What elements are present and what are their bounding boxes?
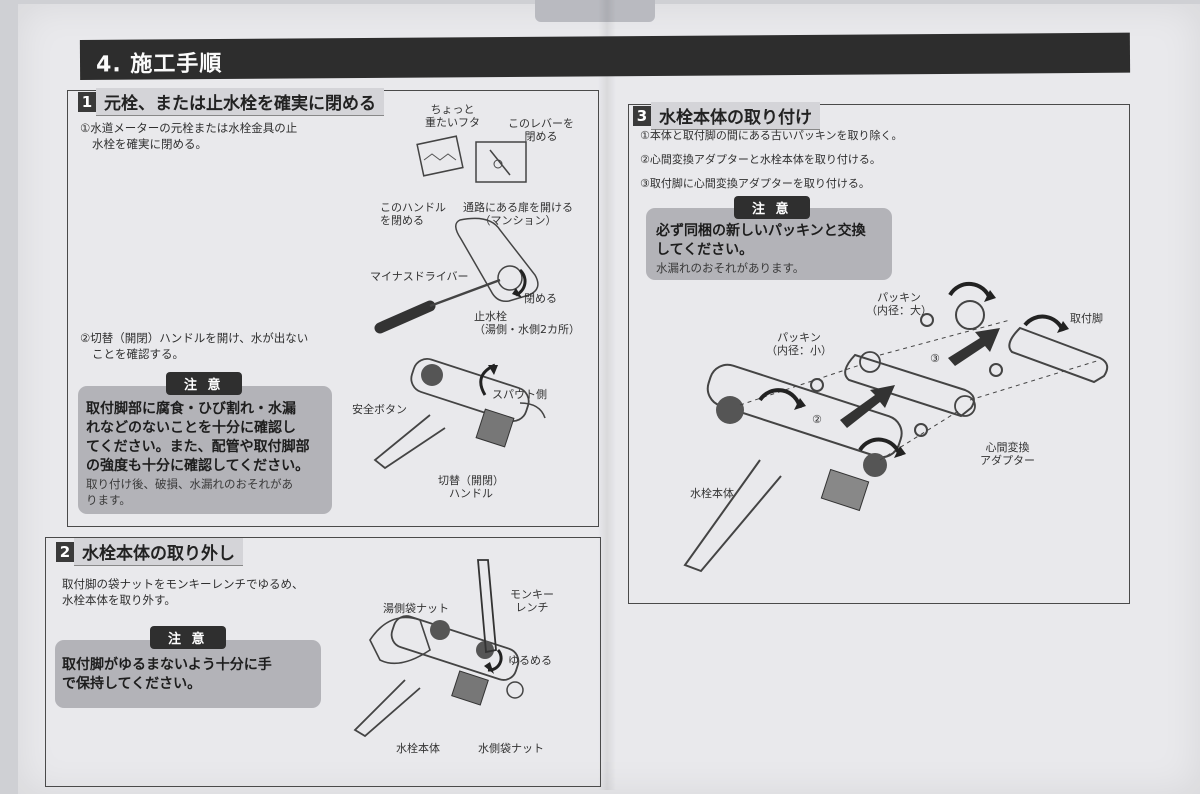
- label-stop-valve: 止水栓（湯側・水側2カ所）: [474, 310, 580, 336]
- label-screwdriver: マイナスドライバー: [370, 270, 469, 283]
- label-circled-2: ②: [812, 413, 822, 426]
- step1-header: 1 元栓、または止水栓を確実に閉める: [78, 88, 384, 116]
- step2-title: 水栓本体の取り外し: [74, 538, 243, 566]
- step1-caution-text: 取付脚部に腐食・ひび割れ・水漏 れなどのないことを十分に確認し てください。また…: [86, 401, 310, 507]
- stop-valve-illustration: [374, 217, 539, 334]
- label-packing-small: パッキン（内径：小）: [766, 331, 832, 357]
- label-spout-side: スパウト側: [492, 388, 547, 401]
- label-lever: このレバーを閉める: [508, 117, 574, 143]
- step2-caution-text: 取付脚がゆるまないよう十分に手 で保持してください。: [62, 657, 272, 692]
- step1-title: 元栓、または止水栓を確実に閉める: [96, 88, 384, 116]
- label-switch-handle: 切替（開閉）ハンドル: [438, 474, 504, 500]
- step1-caution-label: 注 意: [166, 372, 242, 395]
- faucet-install-illustration: [683, 281, 1109, 573]
- step3-title: 水栓本体の取り付け: [651, 102, 820, 130]
- label-adapter: 心間変換アダプター: [980, 441, 1035, 467]
- step3-caution-box: [646, 208, 892, 280]
- label-door: 通路にある扉を開ける（マンション）: [463, 201, 573, 227]
- label-safety-button: 安全ボタン: [352, 403, 407, 416]
- step3-instruction-2: ②心間変換アダプターと水栓本体を取り付ける。: [640, 153, 881, 166]
- section-title: 4. 施工手順: [95, 51, 223, 78]
- step2-instruction: 取付脚の袋ナットをモンキーレンチでゆるめ、 水栓本体を取り外す。: [62, 577, 304, 607]
- page-tab: [535, 0, 655, 22]
- step3-number: 3: [633, 106, 651, 126]
- label-step2-body: 水栓本体: [396, 742, 440, 755]
- meter-box-illustration: [416, 135, 527, 183]
- label-mounting-leg: 取付脚: [1070, 312, 1103, 325]
- label-packing-large: パッキン（内径：大）: [866, 291, 932, 317]
- label-step3-body: 水栓本体: [690, 487, 734, 500]
- step3-caution-label: 注 意: [734, 196, 810, 219]
- section-header-bar: [79, 32, 1131, 80]
- label-loosen: ゆるめる: [508, 654, 552, 667]
- label-close: 閉める: [524, 292, 557, 305]
- step3-instruction-3: ③取付脚に心間変換アダプターを取り付ける。: [640, 177, 870, 190]
- step1-instruction-2: ②切替（開閉）ハンドルを開け、水が出ない ことを確認する。: [80, 331, 309, 361]
- faucet-removal-illustration: [353, 559, 524, 738]
- step2-caution-box: [55, 640, 321, 708]
- step3-instruction-1: ①本体と取付脚の間にある古いパッキンを取り除く。: [640, 129, 903, 142]
- step3-header: 3 水栓本体の取り付け: [633, 102, 820, 130]
- label-hot-nut: 湯側袋ナット: [383, 602, 449, 615]
- step2-header: 2 水栓本体の取り外し: [56, 538, 243, 566]
- step2-number: 2: [56, 542, 74, 562]
- step1-instruction-1: ①水道メーターの元栓または水栓金具の止 水栓を確実に閉める。: [80, 121, 298, 151]
- step3-box: [628, 104, 1130, 604]
- label-circled-3: ③: [930, 352, 940, 365]
- step1-caution-box: [78, 386, 332, 514]
- label-wrench: モンキーレンチ: [510, 588, 554, 614]
- label-handle: このハンドルを閉める: [380, 201, 446, 227]
- step2-caution-label: 注 意: [150, 626, 226, 649]
- step3-caution-text: 必ず同梱の新しいパッキンと交換 してください。 水漏れのおそれがあります。: [656, 223, 866, 275]
- step1-number: 1: [78, 92, 96, 112]
- label-cold-nut: 水側袋ナット: [478, 742, 544, 755]
- label-heavy-lid: ちょっと重たいフタ: [425, 103, 480, 129]
- step2-box: [45, 537, 601, 787]
- page-fold: [598, 0, 616, 790]
- faucet-open-illustration: [373, 358, 546, 470]
